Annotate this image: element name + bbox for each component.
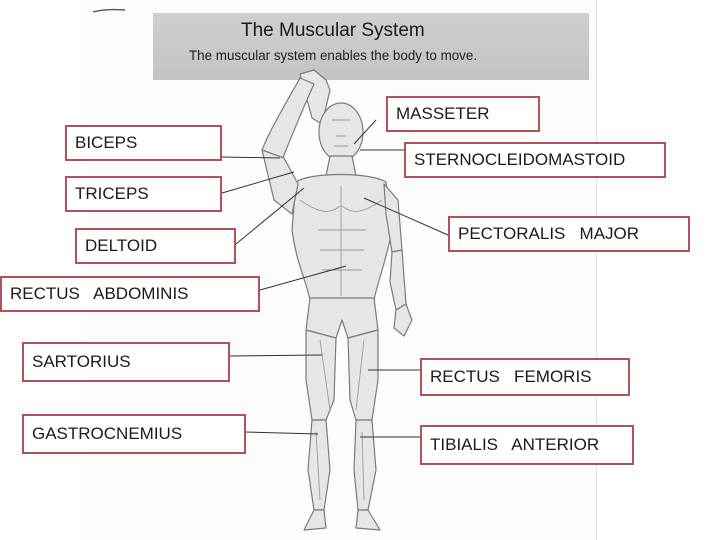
label-biceps[interactable]: BICEPS: [65, 125, 222, 161]
label-biceps-text: BICEPS: [75, 133, 137, 153]
label-sartorius[interactable]: SARTORIUS: [22, 342, 230, 382]
label-triceps-text: TRICEPS: [75, 184, 149, 204]
label-masseter-text: MASSETER: [396, 104, 490, 124]
right-shin: [354, 420, 376, 510]
label-pectoralis-major[interactable]: PECTORALIS MAJOR: [448, 216, 690, 252]
pelvis: [306, 298, 378, 338]
leader-gastrocnemius: [246, 432, 318, 434]
label-tibialis-anterior[interactable]: TIBIALIS ANTERIOR: [420, 425, 634, 465]
head: [319, 103, 363, 161]
label-sternocleidomastoid[interactable]: STERNOCLEIDOMASTOID: [404, 142, 666, 178]
label-deltoid-text: DELTOID: [85, 236, 157, 256]
label-triceps[interactable]: TRICEPS: [65, 176, 222, 212]
right-forearm: [390, 250, 406, 310]
label-gastrocnemius-text: GASTROCNEMIUS: [32, 424, 182, 444]
label-rectus-abdominis-text: RECTUS ABDOMINIS: [10, 284, 189, 304]
label-rectus-femoris-text: RECTUS FEMORIS: [430, 367, 592, 387]
label-pectoralis-major-text: PECTORALIS MAJOR: [458, 224, 639, 244]
label-gastrocnemius[interactable]: GASTROCNEMIUS: [22, 414, 246, 454]
label-rectus-abdominis[interactable]: RECTUS ABDOMINIS: [0, 276, 260, 312]
label-sternocleidomastoid-text: STERNOCLEIDOMASTOID: [414, 150, 625, 170]
label-tibialis-anterior-text: TIBIALIS ANTERIOR: [430, 435, 599, 455]
left-foot: [304, 510, 326, 530]
label-sartorius-text: SARTORIUS: [32, 352, 131, 372]
left-upper-arm: [262, 150, 298, 214]
left-thigh: [306, 330, 336, 420]
label-masseter[interactable]: MASSETER: [386, 96, 540, 132]
raised-forearm: [262, 78, 314, 160]
label-rectus-femoris[interactable]: RECTUS FEMORIS: [420, 358, 630, 396]
label-deltoid[interactable]: DELTOID: [75, 228, 236, 264]
neck: [326, 156, 356, 176]
torso: [292, 175, 392, 301]
right-foot: [356, 510, 380, 530]
right-thigh: [348, 330, 378, 420]
